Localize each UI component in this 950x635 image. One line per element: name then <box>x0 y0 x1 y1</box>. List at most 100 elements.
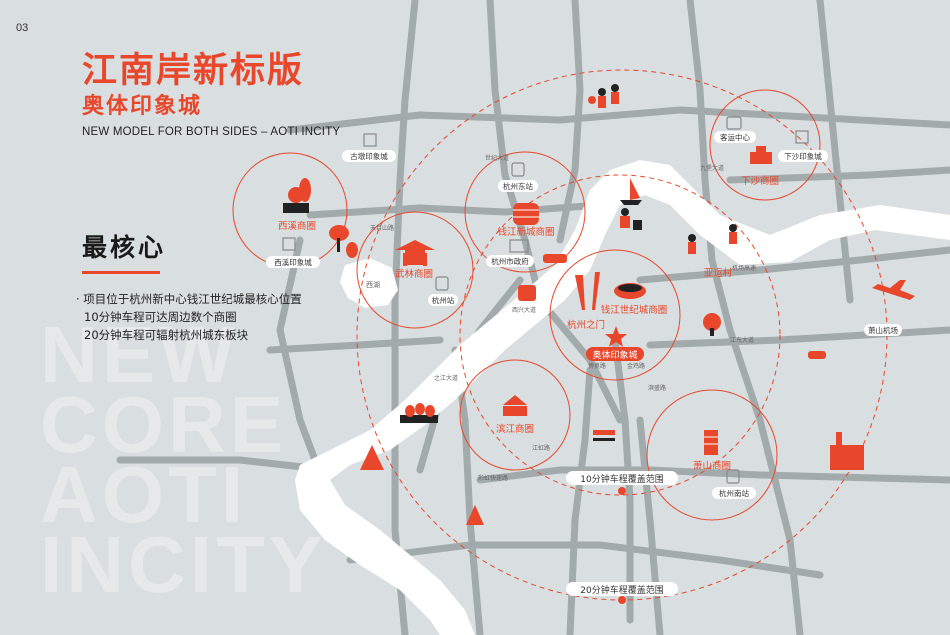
qiantang-river <box>295 160 950 635</box>
bag-icon-xiasha <box>795 130 809 144</box>
bag-icon-gudang <box>363 133 377 147</box>
svg-text:20分钟车程覆盖范围: 20分钟车程覆盖范围 <box>580 584 663 596</box>
train-icon-east-station <box>511 162 525 177</box>
road-label-shiji: 世纪大道 <box>485 154 509 162</box>
svg-text:古墩印象城: 古墩印象城 <box>350 151 388 161</box>
pill-range-20: 20分钟车程覆盖范围 <box>566 582 678 596</box>
label-qianjiang-century-district: 钱江世纪城商圈 <box>601 304 668 316</box>
circle-xiasha <box>709 89 821 201</box>
bullet-item: 10分钟车程可达周边数个商圈 <box>84 310 237 324</box>
svg-text:萧山机场: 萧山机场 <box>868 325 898 335</box>
page-title: 江南岸新标版 <box>82 51 305 91</box>
pine-trees-icon <box>360 445 384 470</box>
pill-passenger-center: 客运中心 <box>714 131 756 143</box>
tree-icon-west <box>329 225 358 258</box>
qianjiang-building-icon <box>513 203 539 225</box>
label-xihu: 西湖 <box>366 280 380 289</box>
xiaoshan-tower-icon <box>704 430 718 455</box>
svg-text:杭州市政府: 杭州市政府 <box>491 256 529 266</box>
pill-south-station: 杭州南站 <box>712 487 756 499</box>
pill-xiasha-incity: 下沙印象城 <box>778 150 828 162</box>
range-10-circle <box>459 174 781 496</box>
bg-word: AOTI <box>40 450 248 539</box>
wulin-pavilion-icon <box>395 240 435 266</box>
label-binjiang-district: 滨江商圈 <box>496 423 534 435</box>
svg-text:奥体印象城: 奥体印象城 <box>592 349 637 361</box>
bus-icon-xiasha <box>726 116 742 130</box>
factory-icon <box>830 432 864 470</box>
gate-building-icon <box>575 272 600 310</box>
label-xixi-district: 西溪商圈 <box>278 220 316 232</box>
pine-tree-icon <box>466 505 484 525</box>
label-wulin-district: 武林商圈 <box>395 268 433 280</box>
road-label-tianmushan: 天目山路 <box>370 224 394 232</box>
road-label-zhijiang: 之江大道 <box>434 374 458 382</box>
range-dot-10 <box>618 487 626 495</box>
background-watermark-text: NEW CORE AOTI INCITY <box>40 315 327 609</box>
circle-binjiang <box>459 359 571 471</box>
gov-icon <box>509 239 529 253</box>
circle-wulin <box>356 211 474 329</box>
road-label-binsheng: 滨盛路 <box>648 384 666 392</box>
svg-text:10分钟车程覆盖范围: 10分钟车程覆盖范围 <box>580 473 663 485</box>
west-lake <box>340 258 398 308</box>
road-label-jiuhuan: 九堡大道 <box>700 164 724 172</box>
english-subtitle: NEW MODEL FOR BOTH SIDES – AOTI INCITY <box>82 126 341 138</box>
xiasha-building-icon <box>750 146 772 164</box>
road-label-caihong: 彩虹快速路 <box>478 474 508 482</box>
pill-aoti: 奥体印象城 <box>586 347 644 361</box>
pill-xixi-incity: 西溪印象城 <box>266 256 320 268</box>
label-xiaoshan-district: 萧山商圈 <box>693 460 731 472</box>
circle-qianjiang-new <box>464 151 586 273</box>
shopper-icon <box>620 208 642 230</box>
airplane-icon <box>872 280 915 300</box>
project-star-icon <box>605 326 627 347</box>
label-asian-village: 亚运村 <box>704 267 733 279</box>
road-label-jinjiang: 金鸡路 <box>627 362 645 370</box>
bullet-list: · 项目位于杭州新中心钱江世纪城最核心位置 10分钟车程可达周边数个商圈 20分… <box>76 290 302 344</box>
bullet-item: 20分钟车程可辐射杭州城东板块 <box>84 328 249 342</box>
pill-range-10: 10分钟车程覆盖范围 <box>566 471 678 485</box>
label-gate: 杭州之门 <box>567 319 605 331</box>
road-label-jianghong: 江虹路 <box>532 444 550 452</box>
svg-text:杭州东站: 杭州东站 <box>503 181 533 191</box>
range-dot-20 <box>618 596 626 604</box>
pill-east-station: 杭州东站 <box>498 180 538 192</box>
car-icon-2 <box>808 351 826 359</box>
basketball-players-icon <box>588 84 619 108</box>
train-icon-south-station <box>726 469 740 484</box>
pill-gudang: 古墩印象城 <box>342 150 396 162</box>
bg-word: INCITY <box>40 520 327 609</box>
stadium-icon <box>614 283 646 299</box>
svg-text:杭州南站: 杭州南站 <box>719 488 749 498</box>
tree-icon-xiaoshan <box>703 313 721 336</box>
pill-gov: 杭州市政府 <box>486 255 534 267</box>
train-icon-hangzhou-station <box>435 276 449 291</box>
road-label-jichang: 机场高速 <box>732 264 756 272</box>
bench-icon <box>593 430 615 441</box>
road-label-jiangdong: 江东大道 <box>730 336 754 344</box>
page-number: 03 <box>16 22 29 34</box>
bag-icon-xixi <box>282 237 296 251</box>
heading-underline <box>82 271 160 274</box>
tennis-players-icon <box>688 224 737 254</box>
car-icon <box>543 254 567 263</box>
road-label-boao: 博奥路 <box>588 362 606 370</box>
label-qianjiang-new-district: 钱江新城商圈 <box>497 226 554 238</box>
svg-text:西溪印象城: 西溪印象城 <box>274 257 312 267</box>
binjiang-building-icon <box>503 395 527 416</box>
road-label-xixing: 西兴大道 <box>512 306 536 314</box>
pill-hangzhou-station: 杭州站 <box>428 294 458 306</box>
circle-xiaoshan <box>646 389 778 521</box>
svg-text:下沙印象城: 下沙印象城 <box>784 151 822 161</box>
svg-text:杭州站: 杭州站 <box>432 295 455 305</box>
bg-word: CORE <box>40 380 288 469</box>
page-subtitle: 奥体印象城 <box>82 94 203 119</box>
bus-icon-center <box>518 285 536 301</box>
bullet-item: · 项目位于杭州新中心钱江世纪城最核心位置 <box>76 292 302 306</box>
xixi-building-icon <box>283 178 311 213</box>
pill-airport: 萧山机场 <box>864 324 902 336</box>
sailboat-icon <box>620 178 642 205</box>
circle-qianjiang-century <box>549 249 681 381</box>
